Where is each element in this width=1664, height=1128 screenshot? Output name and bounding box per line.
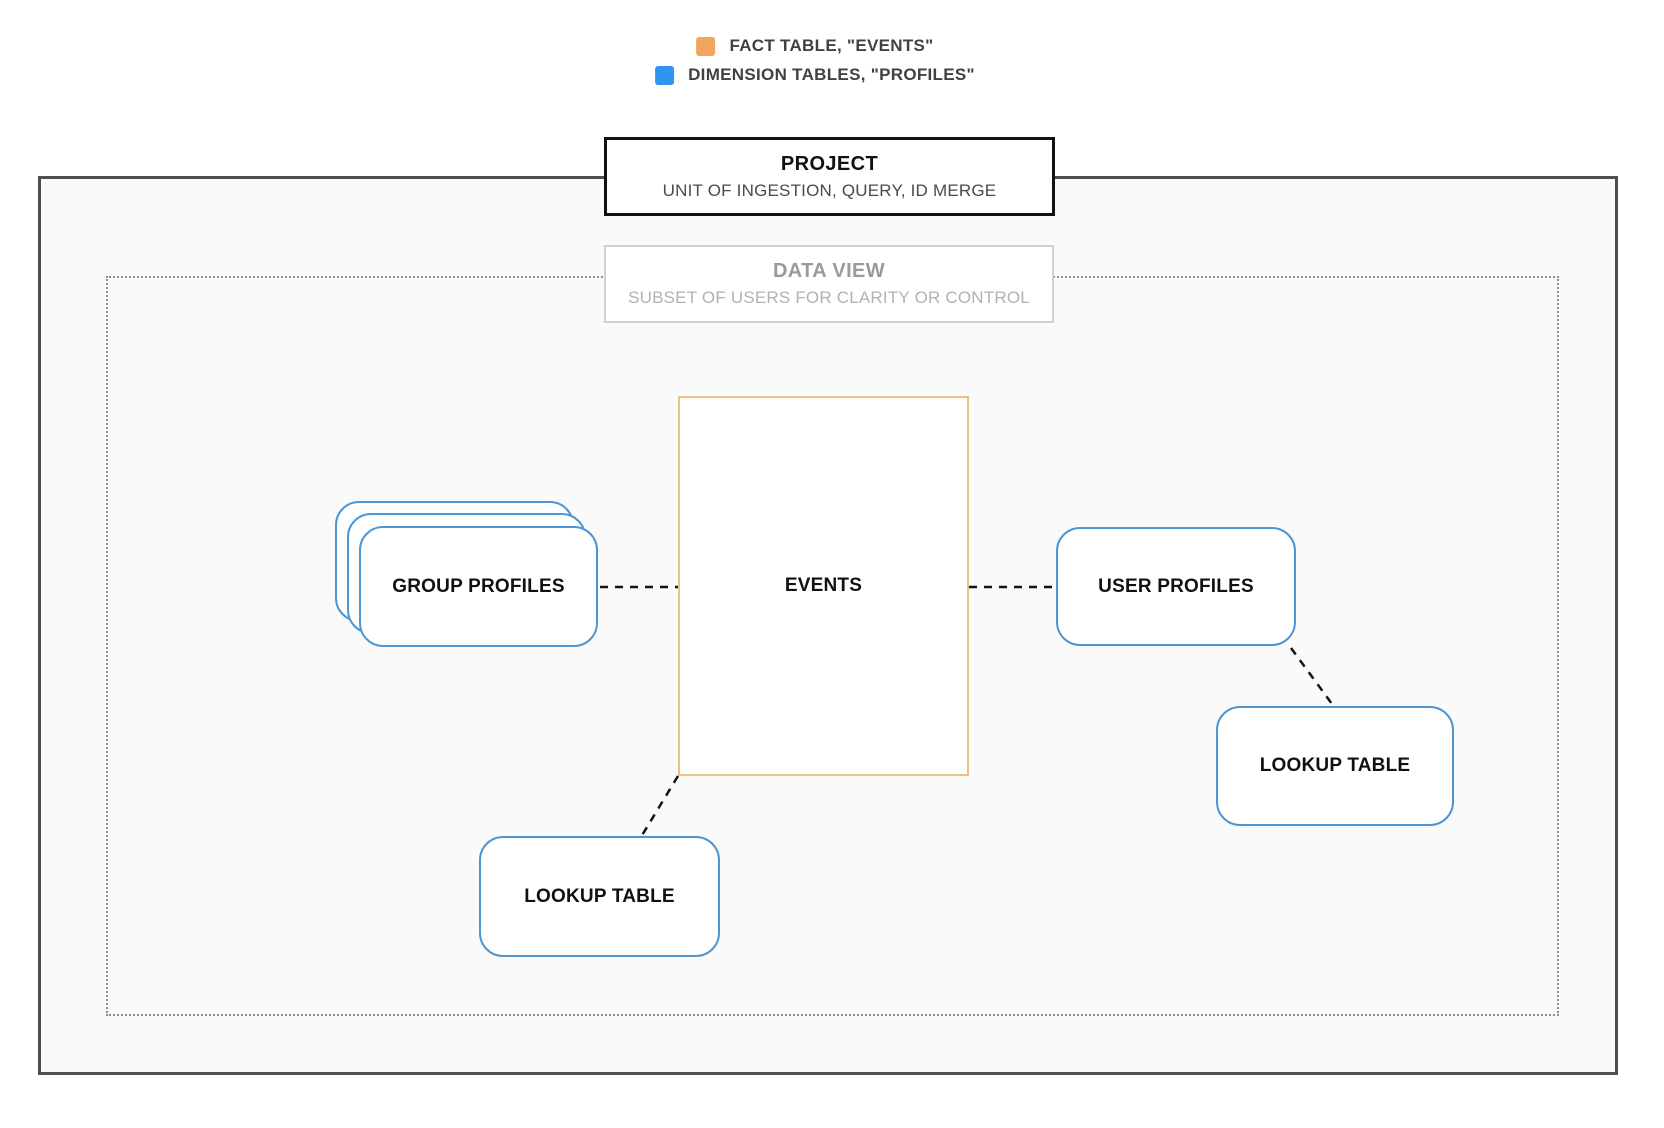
node-events: EVENTS: [678, 396, 969, 776]
node-group-profiles-label: GROUP PROFILES: [392, 575, 565, 597]
legend-item-fact-table: FACT TABLE, "EVENTS": [696, 36, 933, 56]
project-label-box: PROJECT UNIT OF INGESTION, QUERY, ID MER…: [604, 137, 1055, 216]
legend-item-dimension-tables: DIMENSION TABLES, "PROFILES": [655, 65, 975, 85]
node-events-label: EVENTS: [784, 575, 863, 596]
project-subtitle: UNIT OF INGESTION, QUERY, ID MERGE: [662, 180, 997, 200]
legend: FACT TABLE, "EVENTS" DIMENSION TABLES, "…: [655, 36, 975, 85]
data-view-subtitle: SUBSET OF USERS FOR CLARITY OR CONTROL: [628, 288, 1030, 307]
node-lookup-table-bottom: LOOKUP TABLE: [479, 836, 720, 957]
node-lookup-table-bottom-label: LOOKUP TABLE: [524, 885, 675, 907]
legend-label-fact-table: FACT TABLE, "EVENTS": [729, 36, 934, 55]
node-user-profiles: USER PROFILES: [1056, 527, 1296, 646]
data-view-title: DATA VIEW: [772, 260, 886, 282]
project-title: PROJECT: [780, 152, 879, 175]
legend-label-dimension-tables: DIMENSION TABLES, "PROFILES": [688, 65, 975, 84]
node-lookup-table-right: LOOKUP TABLE: [1216, 706, 1454, 826]
fact-table-swatch: [696, 36, 716, 56]
dimension-tables-swatch: [655, 65, 675, 85]
node-group-profiles: GROUP PROFILES: [335, 501, 598, 647]
data-view-label-box: DATA VIEW SUBSET OF USERS FOR CLARITY OR…: [604, 245, 1054, 323]
node-lookup-table-right-label: LOOKUP TABLE: [1259, 755, 1411, 776]
node-user-profiles-label: USER PROFILES: [1098, 575, 1254, 597]
group-profiles-card-front: GROUP PROFILES: [359, 526, 598, 647]
